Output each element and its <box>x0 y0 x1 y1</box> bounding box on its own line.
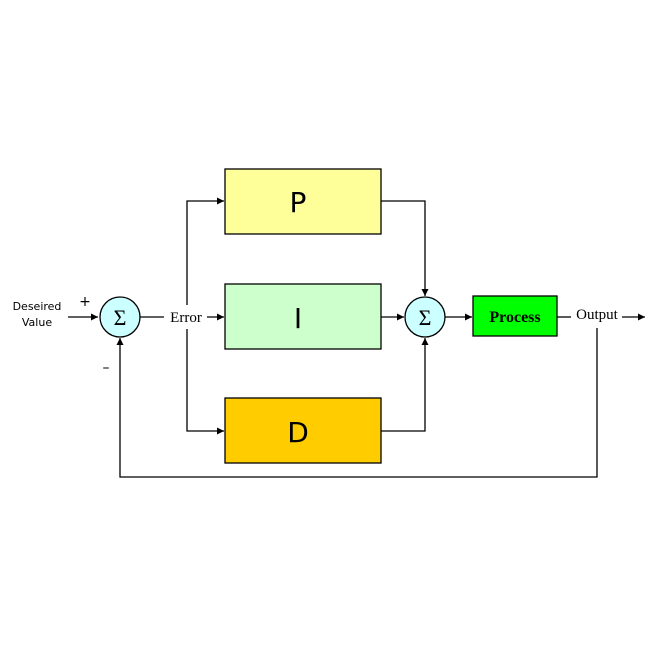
i-block-label: I <box>294 302 302 335</box>
p-out-wire <box>381 200 429 296</box>
d-block-label: D <box>287 416 309 449</box>
i-block-rect <box>224 283 382 350</box>
branch-wire-p <box>186 197 224 305</box>
process-block-label: Process <box>489 309 540 326</box>
output-label: Output <box>576 307 619 323</box>
p-block-label: P <box>290 186 307 219</box>
process-block-rect <box>472 295 558 337</box>
summing-junction-1: Σ <box>99 296 141 338</box>
feedback-wire <box>116 328 598 478</box>
summer2-symbol: Σ <box>419 305 432 330</box>
d-out-wire <box>381 338 429 432</box>
minus-sign: – <box>103 360 110 376</box>
branch-wire-d <box>186 329 224 435</box>
p-block-rect <box>224 168 382 235</box>
plus-sign: + <box>79 294 91 310</box>
summer1-symbol: Σ <box>114 305 127 330</box>
d-block: D <box>224 397 382 464</box>
error-label: Error <box>170 310 202 326</box>
input-label-line1: Deseired <box>13 300 62 313</box>
summing-junction-2: Σ <box>404 296 446 338</box>
process-block: Process <box>472 295 558 337</box>
p-block: P <box>224 168 382 235</box>
i-block: I <box>224 283 382 350</box>
input-label-line2: Value <box>22 316 52 329</box>
